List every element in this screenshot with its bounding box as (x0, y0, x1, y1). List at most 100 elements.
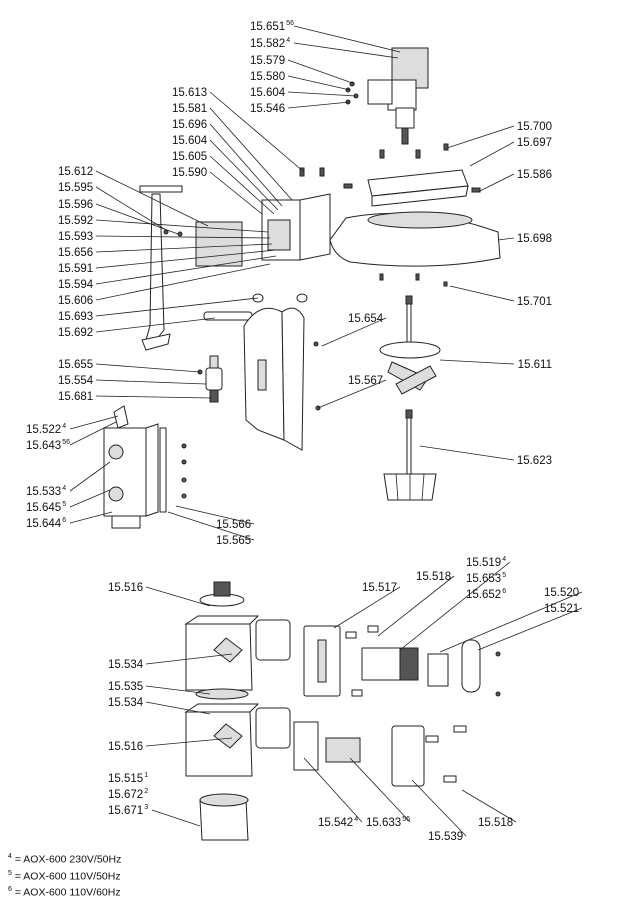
part-label: 15.701 (517, 296, 552, 308)
part-label: 15.655 (58, 359, 93, 371)
leader-line (95, 249, 277, 269)
leader-line (69, 461, 111, 492)
part-label: 15.580 (250, 71, 285, 83)
leader-line (287, 91, 357, 97)
leader-line (95, 297, 259, 317)
leader-lines (69, 25, 583, 837)
part-label: 15.6526 (466, 588, 506, 601)
part-label: 15.6722 (108, 788, 148, 801)
leader-line (477, 607, 583, 651)
lever-arm (139, 185, 243, 351)
part-label: 15.698 (517, 233, 552, 245)
leader-line (145, 653, 233, 665)
leader-line (209, 155, 275, 215)
part-label: 15.5824 (250, 37, 290, 50)
part-label: 15.605 (172, 151, 207, 163)
part-label: 15.697 (517, 137, 552, 149)
part-label: 15.654 (348, 313, 384, 325)
mixing-paddle (383, 409, 437, 501)
part-label: 15.604 (250, 87, 286, 99)
leader-line (145, 701, 211, 715)
part-label: 15.518 (416, 571, 451, 583)
guide-rod (203, 293, 308, 321)
leader-line (209, 139, 279, 211)
part-label: 15.5151 (108, 772, 148, 785)
leader-line (209, 123, 283, 207)
part-label: 15.534 (108, 697, 144, 709)
legend-text: = AOX-600 110V/50Hz (14, 870, 121, 882)
part-label: 15.592 (58, 215, 93, 227)
part-label: 15.5334 (26, 485, 66, 498)
propeller-shaft (379, 295, 441, 395)
leader-line (69, 421, 117, 446)
leader-line (497, 237, 515, 241)
part-label: 15.5194 (466, 556, 506, 569)
leader-line (145, 586, 211, 607)
part-label: 15.611 (518, 359, 552, 371)
part-label: 15.623 (517, 455, 552, 467)
leader-line (95, 255, 277, 285)
part-label: 15.520 (544, 587, 579, 599)
part-label: 15.595 (58, 182, 93, 194)
part-label: 15.6713 (108, 804, 148, 817)
leader-line (461, 789, 517, 823)
part-label: 15.693 (58, 311, 93, 323)
part-label: 15.539 (428, 831, 463, 843)
part-label: 15.700 (517, 121, 552, 133)
leader-line (167, 511, 255, 541)
leader-line (349, 757, 411, 823)
leader-line (303, 757, 363, 823)
legend-text: = AOX-600 110V/60Hz (14, 886, 121, 899)
leader-line (95, 263, 271, 301)
leader-line (151, 809, 201, 827)
part-label: 15.581 (172, 103, 207, 115)
leader-line (95, 379, 207, 385)
part-label: 15.696 (172, 119, 207, 131)
legend-sup: 5 (8, 869, 12, 877)
legend-item: 5 = AOX-600 110V/50Hz (8, 867, 208, 884)
leader-line (399, 561, 511, 651)
part-label: 15.612 (58, 166, 93, 178)
leader-line (469, 141, 515, 167)
part-label: 15.516 (108, 582, 143, 594)
top-cover (329, 211, 501, 287)
part-label: 15.606 (58, 295, 93, 307)
part-label: 15.579 (250, 55, 285, 67)
leader-line (209, 171, 263, 215)
leader-line (419, 445, 515, 461)
part-label: 15.593 (58, 231, 93, 243)
leader-line (175, 505, 255, 525)
part-label: 15.6455 (26, 501, 66, 514)
leader-line (287, 59, 356, 85)
part-label: 15.65156 (250, 20, 294, 33)
part-label: 15.517 (362, 582, 397, 594)
part-label: 15.63356 (366, 816, 410, 829)
leader-line (69, 511, 113, 524)
part-label: 15.535 (108, 681, 143, 693)
legend-sup: 6 (8, 886, 12, 893)
leader-line (95, 203, 179, 235)
leader-line (95, 363, 201, 373)
part-label: 15.692 (58, 327, 93, 339)
capacitor (197, 355, 223, 403)
part-label: 15.554 (58, 375, 94, 387)
part-label: 15.566 (216, 519, 251, 531)
part-label: 15.591 (58, 263, 93, 275)
leader-line (95, 170, 209, 227)
part-label: 15.594 (58, 279, 94, 291)
part-label: 15.604 (172, 135, 208, 147)
leader-line (333, 586, 401, 629)
leader-line (95, 186, 167, 231)
leader-line (145, 685, 211, 695)
leader-line (95, 317, 216, 333)
leader-line (209, 107, 293, 201)
legend-item: 4 = AOX-600 230V/50Hz (8, 850, 208, 867)
part-label: 15.64356 (26, 439, 70, 452)
leader-line (293, 42, 399, 59)
part-label: 15.5424 (318, 816, 358, 829)
part-label: 15.613 (172, 87, 207, 99)
leader-line (145, 737, 233, 747)
leader-line (477, 173, 515, 193)
leader-line (95, 219, 269, 233)
